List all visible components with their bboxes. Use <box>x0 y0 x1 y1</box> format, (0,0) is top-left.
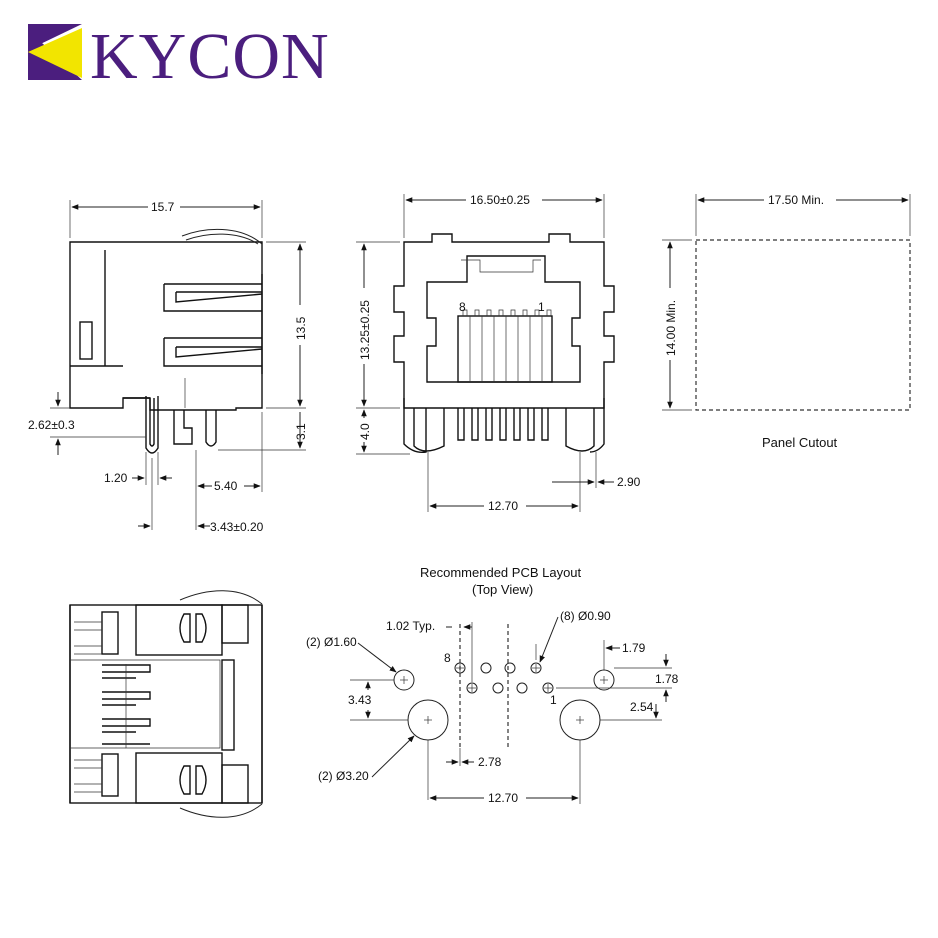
pcb-layout: Recommended PCB Layout (Top View) 8 1 <box>306 565 679 805</box>
top-view <box>69 590 263 818</box>
top-view-outline <box>69 604 263 804</box>
pcb-dim-179: 1.79 <box>622 641 646 655</box>
kycon-logo: KYCON <box>28 20 330 93</box>
logo-text: KYCON <box>90 20 330 93</box>
dim-peg-offset: 2.90 <box>617 475 641 489</box>
dim-offset-a: 5.40 <box>214 479 238 493</box>
pcb-dim-1270: 12.70 <box>488 791 518 805</box>
logo-mark-top <box>28 24 82 50</box>
dim-pin-length: 3.1 <box>294 423 308 440</box>
pcb-dim-178: 1.78 <box>655 672 679 686</box>
front-pin-label-1: 1 <box>538 300 545 314</box>
logo-mark-yellow <box>28 28 82 78</box>
pcb-led-hole-label: (2) Ø1.60 <box>306 635 357 649</box>
pcb-dim-254: 2.54 <box>630 700 654 714</box>
dim-cutout-width: 17.50 Min. <box>768 193 824 207</box>
dim-cutout-height: 14.00 Min. <box>664 300 678 356</box>
front-body-outline <box>393 233 615 409</box>
pcb-title: Recommended PCB Layout <box>420 565 582 580</box>
front-pin-label-8: 8 <box>459 300 466 314</box>
pcb-pin-label-1: 1 <box>550 693 557 707</box>
dim-front-width: 16.50±0.25 <box>470 193 530 207</box>
pcb-pitch-label: 1.02 Typ. <box>386 619 435 633</box>
dim-offset-b: 3.43±0.20 <box>210 520 264 534</box>
dim-peg-spacing: 12.70 <box>488 499 518 513</box>
dim-front-height: 13.25±0.25 <box>358 300 372 360</box>
panel-cutout-outline <box>695 239 911 411</box>
pcb-peg-hole-label: (2) Ø3.20 <box>318 769 369 783</box>
dim-side-width: 15.7 <box>151 200 175 214</box>
panel-cutout: 17.50 Min. 14.00 Min. Panel Cutout <box>662 193 911 450</box>
panel-cutout-caption: Panel Cutout <box>762 435 838 450</box>
pcb-dim-278: 2.78 <box>478 755 502 769</box>
pcb-subtitle: (Top View) <box>472 582 533 597</box>
front-view: 8 1 16.50±0.25 13.25±0.25 4.0 12.70 <box>356 193 641 513</box>
pcb-small-hole-label: (8) Ø0.90 <box>560 609 611 623</box>
dim-front-lower: 4.0 <box>358 423 372 440</box>
pcb-small-holes <box>454 662 554 694</box>
dim-pin-width: 1.20 <box>104 471 128 485</box>
front-contacts <box>457 309 553 383</box>
dim-side-height: 13.5 <box>294 316 308 340</box>
dim-standoff: 2.62±0.3 <box>28 418 75 432</box>
pcb-dim-343: 3.43 <box>348 693 372 707</box>
pcb-pin-label-8: 8 <box>444 651 451 665</box>
side-view: 15.7 13.5 3.1 2.62±0.3 1.20 5.40 3.43±0.… <box>28 200 308 534</box>
side-body-outline <box>69 241 263 411</box>
